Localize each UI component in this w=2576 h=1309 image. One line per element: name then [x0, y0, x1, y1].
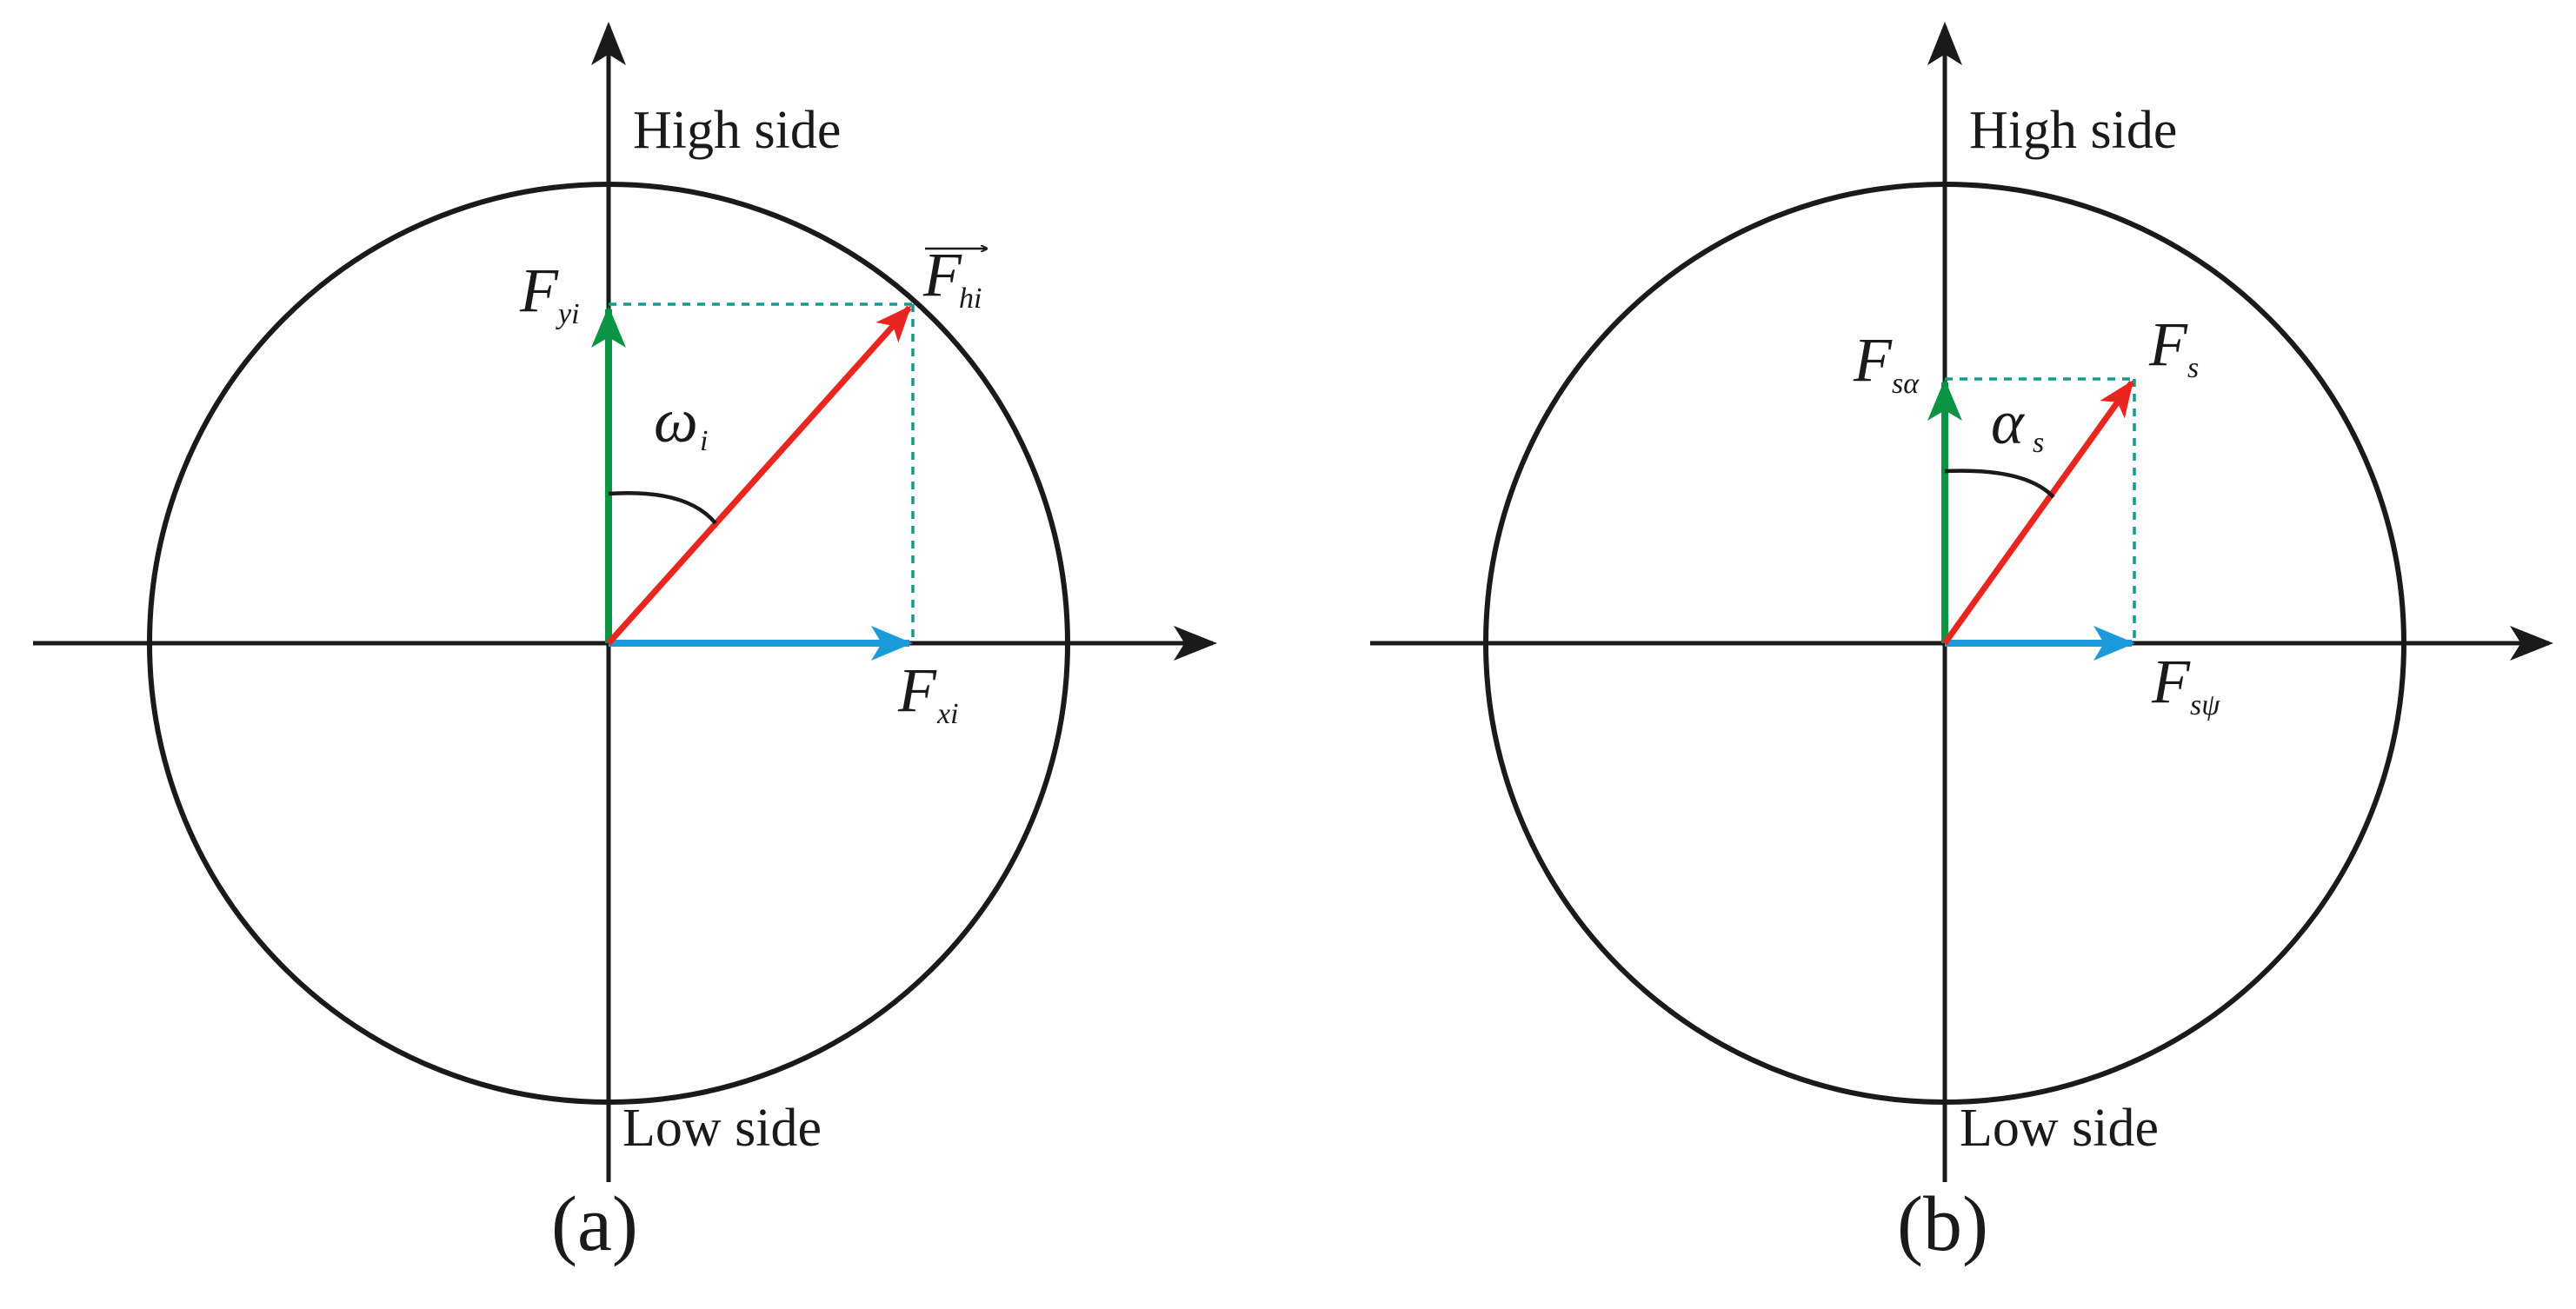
reference-circle — [1483, 182, 2406, 1105]
svg-text:s: s — [2033, 427, 2044, 459]
low-side-label: Low side — [1960, 1099, 2159, 1158]
angle-arc — [608, 491, 717, 525]
high-side-label: High side — [1969, 101, 2177, 160]
svg-text:sα: sα — [1892, 368, 1920, 400]
panel-a: High side Low side (a) F hi F yi F xi ω … — [33, 22, 1217, 1267]
panel-b: High side Low side (b) F s F sα F sψ α s — [1370, 22, 2553, 1267]
svg-text:yi: yi — [556, 298, 580, 330]
svg-text:sψ: sψ — [2190, 689, 2220, 721]
svg-text:i: i — [700, 425, 708, 457]
svg-text:hi: hi — [959, 282, 982, 315]
low-side-label: Low side — [622, 1099, 822, 1158]
resultant-force-arrow — [1942, 380, 2134, 646]
angle-label: α s — [1991, 388, 2044, 459]
svg-text:F: F — [2151, 647, 2191, 716]
high-side-label: High side — [633, 101, 841, 160]
vertical-component-label: F sα — [1853, 325, 1920, 400]
svg-text:xi: xi — [936, 698, 959, 730]
svg-text:F: F — [2148, 309, 2188, 379]
resultant-label: F hi — [922, 240, 987, 315]
horizontal-component-label: F xi — [897, 655, 959, 730]
angle-arc — [1944, 468, 2055, 499]
svg-text:F: F — [1853, 325, 1893, 395]
reference-circle — [147, 182, 1070, 1105]
svg-text:ω: ω — [654, 386, 698, 455]
svg-text:F: F — [897, 655, 937, 725]
panel-caption: (b) — [1897, 1181, 1988, 1267]
svg-text:F: F — [922, 240, 962, 309]
resultant-label: F s — [2148, 309, 2199, 384]
vertical-component-label: F yi — [519, 256, 580, 330]
panel-caption: (a) — [551, 1181, 638, 1267]
angle-label: ω i — [654, 386, 708, 457]
horizontal-component-label: F sψ — [2151, 647, 2220, 721]
svg-text:α: α — [1991, 388, 2025, 457]
resultant-force-arrow — [606, 305, 912, 646]
svg-text:s: s — [2187, 352, 2199, 384]
svg-text:F: F — [519, 256, 559, 325]
